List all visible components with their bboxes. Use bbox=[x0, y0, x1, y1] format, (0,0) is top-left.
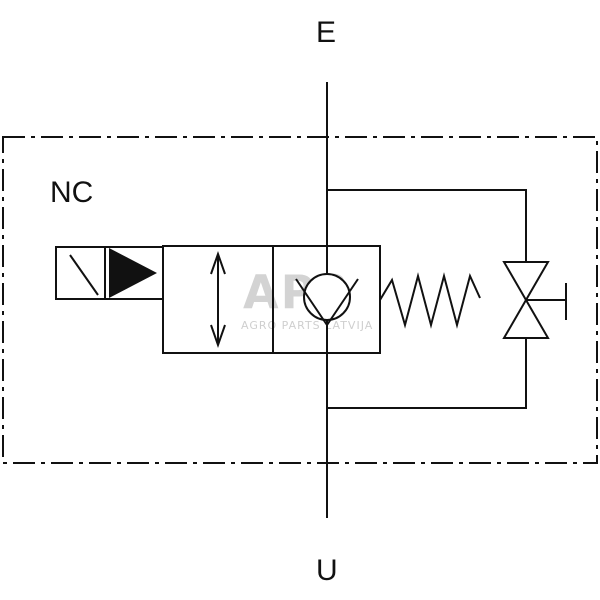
function-label: NC bbox=[50, 176, 93, 209]
check-valve-icon bbox=[295, 273, 359, 327]
throttle-valve-icon bbox=[502, 261, 567, 339]
bypass-line-top bbox=[327, 189, 527, 262]
port-label-top: E bbox=[316, 16, 336, 49]
flow-arrow-icon bbox=[210, 250, 226, 349]
watermark-text: AGRO PARTS LATVIJA bbox=[241, 319, 373, 332]
spring-icon bbox=[379, 272, 481, 329]
bypass-line-bottom bbox=[327, 338, 527, 409]
valve-enclosure-boundary bbox=[2, 136, 598, 464]
solenoid-coil-icon bbox=[55, 246, 164, 300]
port-label-bottom: U bbox=[316, 554, 338, 587]
